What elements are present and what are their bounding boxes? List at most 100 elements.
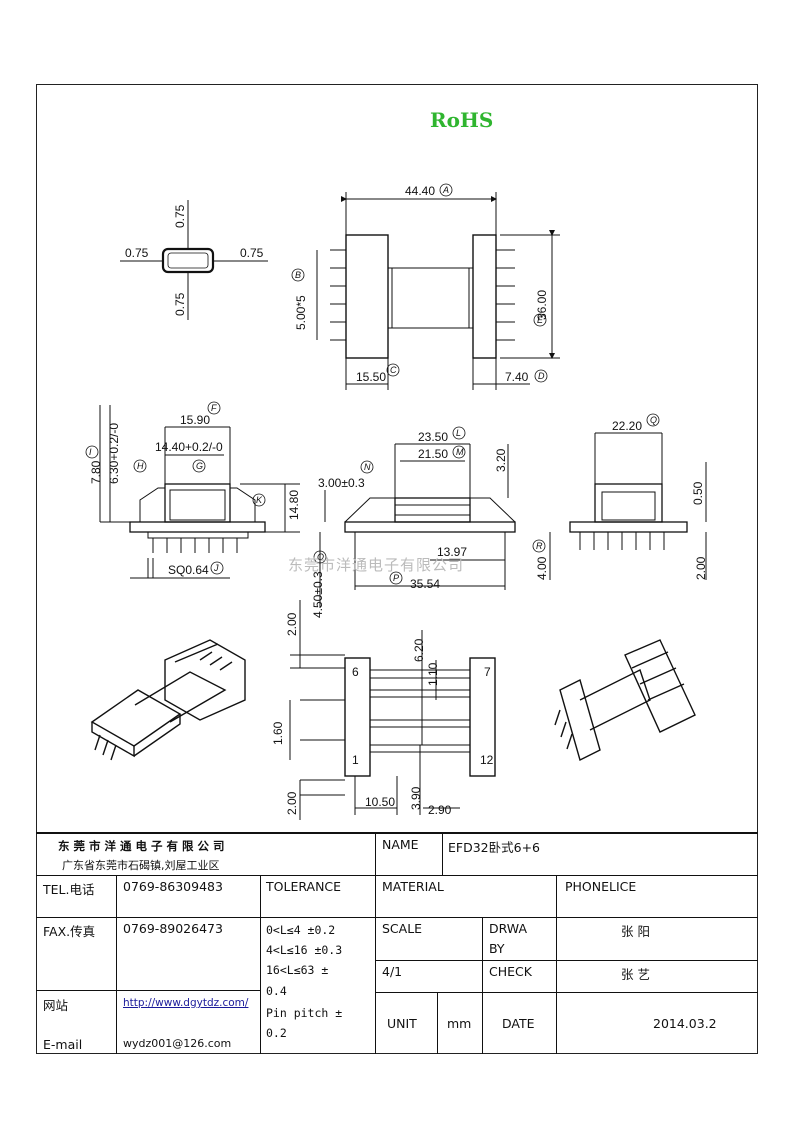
date-value: 2014.03.2: [653, 1016, 717, 1031]
pin-label-7: 7: [484, 665, 491, 679]
dim-15-90: 15.90: [180, 413, 210, 427]
tb-line: [36, 875, 758, 876]
bubble-d: D: [538, 371, 545, 381]
fax-value: 0769-89026473: [123, 921, 223, 936]
bobbin-bottom-view: 2.00 1.60 2.00 6.20 1.10 10.50 3.90 2.90…: [271, 600, 496, 820]
dim-6-30: 6.30+0.2/-0: [107, 423, 121, 484]
bobbin-side-view: 15.90 F 14.40+0.2/-0 G 7.80 6.30+0.2/-0 …: [85, 401, 301, 579]
bubble-r: R: [536, 541, 543, 551]
tb-line: [36, 917, 758, 918]
bubble-a: A: [442, 185, 449, 195]
bubble-f: F: [211, 403, 217, 413]
material-value: PHONELICE: [565, 879, 637, 894]
dim-0-50: 0.50: [691, 481, 705, 505]
bubble-q: Q: [650, 415, 657, 425]
dim-2-90: 2.90: [428, 803, 452, 817]
name-value: EFD32卧式6+6: [448, 840, 540, 855]
dim-2-00-bottom: 2.00: [285, 791, 299, 815]
dim-075-right: 0.75: [240, 246, 264, 260]
drawby-value: 张 阳: [621, 924, 650, 939]
dim-075-left: 0.75: [125, 246, 149, 260]
check-value: 张 艺: [621, 967, 650, 982]
dim-4-50: 4.50±0.3: [311, 571, 325, 618]
pin-label-12: 12: [480, 753, 494, 767]
scale-value: 4/1: [382, 964, 403, 979]
dim-10-50: 10.50: [365, 795, 395, 809]
tb-line: [260, 875, 261, 1054]
tb-line: [437, 992, 438, 1054]
dim-3-20: 3.20: [494, 448, 508, 472]
tolerance-line-4b: 0.2: [266, 1026, 287, 1040]
company-name: 东 莞 市 洋 通 电 子 有 限 公 司: [58, 839, 225, 853]
name-label: NAME: [382, 837, 419, 852]
bobbin-iso-left: [90, 639, 246, 761]
tb-line: [116, 875, 117, 1054]
wire-section-view: 0.75 0.75 0.75 0.75: [120, 200, 268, 320]
dim-3-00: 3.00±0.3: [318, 476, 365, 490]
dim-23-50: 23.50: [418, 430, 448, 444]
dim-075-top: 0.75: [173, 204, 187, 228]
unit-label: UNIT: [387, 1016, 417, 1031]
dim-44-40: 44.40: [405, 184, 435, 198]
bobbin-front-view: 23.50 L 21.50 M 3.20 3.00±0.3 N 13.97 35…: [311, 426, 516, 618]
tb-line: [482, 917, 483, 1054]
pin-label-1: 1: [352, 753, 359, 767]
tb-line: [375, 960, 758, 961]
tel-value: 0769-86309483: [123, 879, 223, 894]
dim-7-40: 7.40: [505, 370, 529, 384]
bubble-b: B: [295, 270, 301, 280]
bubble-k: K: [256, 495, 263, 505]
bubble-h: H: [137, 461, 144, 471]
dim-35-54: 35.54: [410, 577, 440, 591]
dim-15-50: 15.50: [356, 370, 386, 384]
bubble-l: L: [456, 428, 461, 438]
bubble-j: J: [213, 563, 219, 573]
tb-line: [36, 990, 260, 991]
dim-7-80: 7.80: [89, 460, 103, 484]
material-label: MATERIAL: [382, 879, 444, 894]
dim-22-20: 22.20: [612, 419, 642, 433]
drawby-label-1: DRWA: [489, 921, 528, 936]
bobbin-top-view: 44.40 A 5.00*5 B 36.00 E 15.50 C 7.40 D: [291, 183, 560, 390]
dim-1-60: 1.60: [271, 721, 285, 745]
web-link[interactable]: http://www.dgytdz.com/: [123, 997, 249, 1009]
dim-14-40: 14.40+0.2/-0: [155, 440, 223, 454]
bobbin-iso-right: [554, 639, 696, 762]
web-label: 网站: [43, 998, 69, 1013]
bubble-o: O: [317, 552, 324, 562]
tolerance-line-2: 4<L≤16 ±0.3: [266, 943, 343, 957]
scale-label: SCALE: [382, 921, 423, 936]
tolerance-line-3b: 0.4: [266, 984, 287, 998]
dim-14-80: 14.80: [287, 490, 301, 520]
dim-36-00: 36.00: [535, 290, 549, 320]
date-label: DATE: [502, 1016, 535, 1031]
tb-line: [556, 875, 557, 1054]
rohs-label: RoHS: [430, 108, 494, 132]
tolerance-line-3: 16<L≤63 ±: [266, 963, 329, 977]
bobbin-end-view: 22.20 Q 0.50 4.00 R 2.00: [532, 413, 708, 580]
drawby-label-2: BY: [489, 941, 505, 956]
tolerance-line-4: Pin pitch ±: [266, 1006, 343, 1020]
tb-line: [442, 832, 443, 875]
email-value: wydz001@126.com: [123, 1037, 232, 1050]
dim-1-10: 1.10: [426, 662, 440, 686]
tel-label: TEL.电话: [43, 882, 95, 897]
dim-21-50: 21.50: [418, 447, 448, 461]
bubble-c: C: [390, 365, 397, 375]
dim-4-00: 4.00: [535, 556, 549, 580]
fax-label: FAX.传真: [43, 924, 96, 939]
dim-075-bottom: 0.75: [173, 292, 187, 316]
dim-sq064: SQ0.64: [168, 563, 209, 577]
tb-line: [375, 832, 376, 1054]
pin-label-6: 6: [352, 665, 359, 679]
bubble-g: G: [196, 461, 203, 471]
bubble-i: I: [89, 447, 92, 457]
dim-6-20: 6.20: [412, 638, 426, 662]
tolerance-line-1: 0<L≤4 ±0.2: [266, 923, 336, 937]
drawing-frame: [36, 84, 758, 1054]
bubble-n: N: [364, 462, 371, 472]
bubble-p: P: [393, 573, 399, 583]
tb-line: [375, 992, 758, 993]
email-label: E-mail: [43, 1037, 83, 1052]
